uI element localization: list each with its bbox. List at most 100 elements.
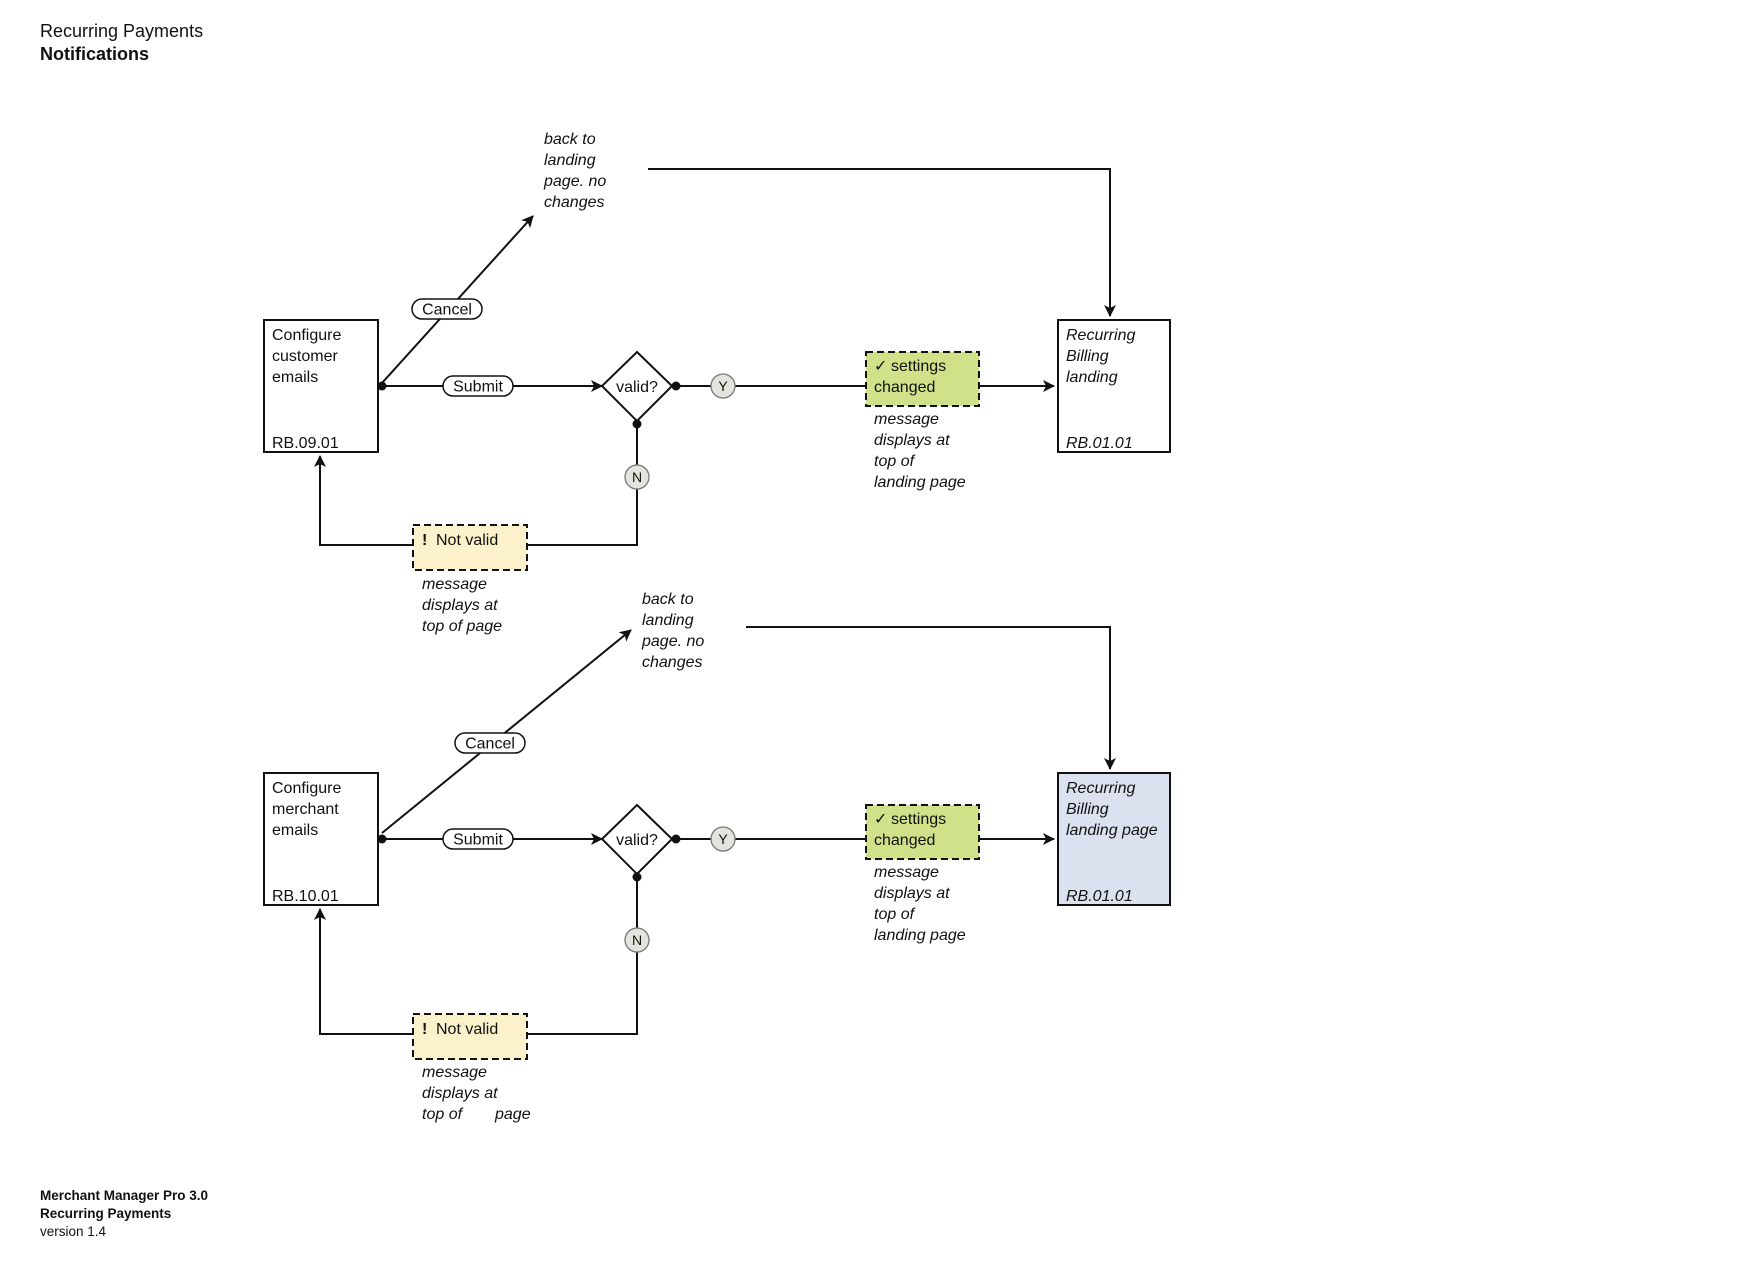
error-note: displays at bbox=[422, 597, 498, 614]
cancel-note: page. no bbox=[641, 633, 704, 650]
yes-marker-shape bbox=[710, 373, 736, 399]
cancel-note: back to bbox=[544, 131, 596, 148]
source-screen-label: emails bbox=[272, 369, 318, 386]
source-screen-box bbox=[263, 772, 379, 906]
decision-diamond: valid? bbox=[600, 803, 674, 876]
no-marker-label: N bbox=[632, 932, 642, 948]
error-message: ! Not valid bbox=[412, 1013, 528, 1060]
no-marker-shape bbox=[624, 927, 650, 953]
cancel-note: back to bbox=[642, 591, 694, 608]
error-message-box bbox=[412, 1013, 528, 1060]
success-note: displays at bbox=[874, 885, 950, 902]
no-marker: N bbox=[624, 927, 650, 953]
submit-button[interactable]: Submit bbox=[442, 375, 514, 397]
decision-diamond: valid? bbox=[600, 350, 674, 423]
error-message-box bbox=[412, 524, 528, 571]
footer-version: version 1.4 bbox=[40, 1224, 107, 1239]
error-note: message bbox=[422, 576, 487, 593]
target-screen-box bbox=[1057, 319, 1171, 453]
error-note: top of bbox=[422, 1106, 464, 1123]
success-note: message bbox=[874, 411, 939, 428]
screen-id: RB.01.01 bbox=[1066, 435, 1133, 452]
submit-button[interactable]: Submit bbox=[442, 828, 514, 850]
yes-marker: Y bbox=[710, 826, 736, 852]
submit-button-label: Submit bbox=[453, 832, 503, 849]
section-name: Recurring Payments bbox=[40, 21, 204, 41]
cancel-note: changes bbox=[642, 654, 703, 671]
cancel-button-shape bbox=[411, 298, 483, 320]
yes-marker: Y bbox=[710, 373, 736, 399]
yes-marker-shape bbox=[710, 826, 736, 852]
cancel-button[interactable]: Cancel bbox=[411, 298, 483, 320]
decision-label: valid? bbox=[616, 832, 658, 849]
page-title: Notifications bbox=[40, 44, 150, 64]
error-note: displays at bbox=[422, 1085, 498, 1102]
no-marker: N bbox=[624, 464, 650, 490]
check-icon: ✓ bbox=[874, 358, 887, 375]
error-note: top of page bbox=[422, 618, 502, 635]
error-note: message bbox=[422, 1064, 487, 1081]
source-screen-label: customer bbox=[272, 348, 338, 365]
warning-icon: ! bbox=[422, 1021, 427, 1038]
submit-button-shape bbox=[442, 375, 514, 397]
success-message: ✓settings changed bbox=[865, 351, 980, 407]
screen-id: RB.10.01 bbox=[272, 888, 339, 905]
screen-id: RB.09.01 bbox=[272, 435, 339, 452]
cancel-return-connector bbox=[746, 626, 1116, 770]
target-screen-box bbox=[1057, 772, 1171, 906]
footer-product: Merchant Manager Pro 3.0 bbox=[40, 1188, 209, 1203]
cancel-button[interactable]: Cancel bbox=[454, 732, 526, 754]
submit-button-shape bbox=[442, 828, 514, 850]
cancel-note: page. no bbox=[543, 173, 606, 190]
yes-marker-label: Y bbox=[718, 378, 728, 394]
success-note: message bbox=[874, 864, 939, 881]
success-note: displays at bbox=[874, 432, 950, 449]
target-screen-label: Billing bbox=[1066, 348, 1109, 365]
cancel-note: changes bbox=[544, 194, 605, 211]
success-note: landing page bbox=[874, 474, 966, 491]
success-message-text: changed bbox=[874, 379, 935, 396]
cancel-button-label: Cancel bbox=[465, 736, 515, 753]
submit-button-label: Submit bbox=[453, 379, 503, 396]
source-screen-label: Configure bbox=[272, 780, 341, 797]
target-screen-label: Recurring bbox=[1066, 327, 1135, 344]
no-marker-shape bbox=[624, 464, 650, 490]
no-marker-label: N bbox=[632, 469, 642, 485]
error-message-text: Not valid bbox=[436, 1021, 498, 1038]
success-message-box bbox=[865, 351, 980, 407]
cancel-button-shape bbox=[454, 732, 526, 754]
warning-icon: ! bbox=[422, 532, 427, 549]
success-note: top of bbox=[874, 906, 916, 923]
success-message-text: changed bbox=[874, 832, 935, 849]
target-screen-label: Billing bbox=[1066, 801, 1109, 818]
cancel-note: landing bbox=[544, 152, 596, 169]
cancel-connector bbox=[381, 629, 632, 834]
yes-marker-label: Y bbox=[718, 831, 728, 847]
decision-label: valid? bbox=[616, 379, 658, 396]
error-note: page bbox=[494, 1106, 531, 1123]
cancel-button-label: Cancel bbox=[422, 302, 472, 319]
cancel-note: landing bbox=[642, 612, 694, 629]
error-message-text: Not valid bbox=[436, 532, 498, 549]
source-screen-label: Configure bbox=[272, 327, 341, 344]
source-screen-box bbox=[263, 319, 379, 453]
success-message-box bbox=[865, 804, 980, 860]
screen-id: RB.01.01 bbox=[1066, 888, 1133, 905]
check-icon: ✓ bbox=[874, 811, 887, 828]
source-screen-label: merchant bbox=[272, 801, 339, 818]
success-message-text: settings bbox=[891, 358, 946, 375]
cancel-return-connector bbox=[648, 168, 1116, 317]
success-message: ✓settings changed bbox=[865, 804, 980, 860]
success-message-text: settings bbox=[891, 811, 946, 828]
target-screen-label: landing page bbox=[1066, 822, 1158, 839]
target-screen-label: landing bbox=[1066, 369, 1118, 386]
flow-2: ConfiguremerchantemailsRB.10.01Recurring… bbox=[263, 591, 1171, 1123]
success-note: landing page bbox=[874, 927, 966, 944]
error-message: ! Not valid bbox=[412, 524, 528, 571]
